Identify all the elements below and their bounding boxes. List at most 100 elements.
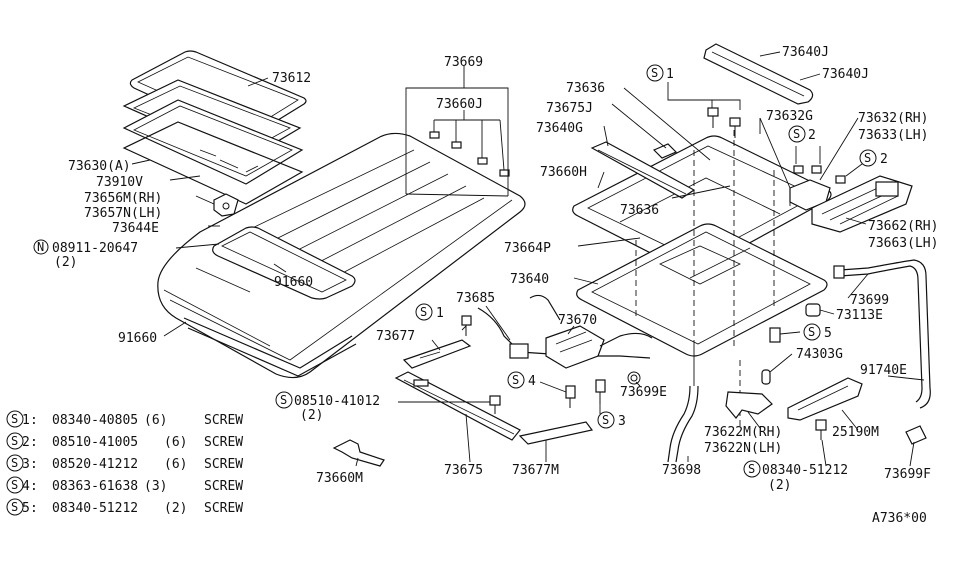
label-73622M: 73622M(RH) (704, 425, 782, 440)
legend-part: 08340-51212 (52, 501, 138, 516)
legend-part: 08520-41212 (52, 457, 138, 472)
legend-part: 08340-40805 (52, 413, 138, 428)
label-73675: 73675 (444, 463, 483, 478)
legend-part: 08510-41005 (52, 435, 138, 450)
legend-row: S 5 : 08340-51212 (2) SCREW (6, 498, 243, 516)
frame-73640 (576, 223, 828, 357)
part-74303G (761, 369, 771, 385)
legend-row: S 1 : 08340-40805 (6) SCREW (6, 410, 243, 428)
strip-73640J (703, 43, 814, 105)
legend-row: S 2 : 08510-41005 (6) SCREW (6, 432, 243, 450)
s-marker-08340 (743, 460, 761, 478)
bracket-73660M (332, 439, 385, 467)
s-marker-1b (415, 303, 433, 321)
label-73663LH: 73663(LH) (868, 236, 938, 251)
legend-num: 2 (22, 435, 30, 450)
label-s2a: 2 (808, 128, 816, 143)
legend-desc: SCREW (204, 413, 243, 428)
svg-text:S: S (11, 478, 18, 492)
label-s1b: 1 (436, 306, 444, 321)
svg-text:S: S (864, 151, 871, 165)
label-73640J-a: 73640J (782, 45, 829, 60)
legend-num: 3 (22, 457, 30, 472)
svg-text::: : (30, 479, 38, 494)
label-s1a: 1 (666, 67, 674, 82)
roof-panel (157, 132, 526, 379)
switch-25190M (787, 377, 863, 421)
svg-text::: : (30, 413, 38, 428)
label-s5: 5 (824, 326, 832, 341)
label-74303G: 74303G (796, 347, 843, 362)
s-marker-1a (646, 64, 664, 82)
screw-5 (769, 327, 781, 343)
rail-73675 (394, 371, 521, 441)
svg-text::: : (30, 501, 38, 516)
hose-73698 (667, 385, 699, 463)
svg-text:S: S (11, 412, 18, 426)
label-73910V: 73910V (96, 175, 143, 190)
legend-num: 5 (22, 501, 30, 516)
label-08510-qty: (2) (300, 408, 323, 423)
s-marker-2b (859, 149, 877, 167)
label-73677: 73677 (376, 329, 415, 344)
rail-73677 (402, 339, 472, 369)
legend-desc: SCREW (204, 501, 243, 516)
cap-73699F (905, 425, 927, 445)
label-25190M: 25190M (832, 425, 879, 440)
legend-qty: (3) (144, 479, 167, 494)
label-73632G: 73632G (766, 109, 813, 124)
legend-qty: (2) (164, 501, 187, 516)
svg-text:S: S (651, 66, 658, 80)
label-s3: 3 (618, 414, 626, 429)
seal-ring-73910V (122, 121, 304, 205)
s-marker-5 (803, 323, 821, 341)
s-marker-08340-letter: S (748, 462, 755, 476)
grommet-73699E (627, 371, 641, 385)
clip-73656M (213, 193, 239, 217)
label-73669: 73669 (444, 55, 483, 70)
label-73636-mid: 73636 (620, 203, 659, 218)
screws-frame (707, 107, 846, 184)
label-73670: 73670 (558, 313, 597, 328)
label-91740E: 91740E (860, 363, 907, 378)
svg-text:S: S (11, 500, 18, 514)
bolt-08510 (489, 395, 501, 414)
label-73632RH: 73632(RH) (858, 111, 928, 126)
label-73677M: 73677M (512, 463, 559, 478)
svg-text:S: S (420, 305, 427, 319)
label-73633LH: 73633(LH) (858, 128, 928, 143)
label-s4: 4 (528, 374, 536, 389)
label-73636-top: 73636 (566, 81, 605, 96)
legend-desc: SCREW (204, 457, 243, 472)
label-73699F: 73699F (884, 467, 931, 482)
screw-08340 (815, 419, 827, 440)
legend-qty: (6) (164, 435, 187, 450)
legend-qty: (6) (164, 457, 187, 472)
label-73660M: 73660M (316, 471, 363, 486)
label-73612: 73612 (272, 71, 311, 86)
label-91660-upper: 91660 (274, 275, 313, 290)
motor-bracket-73670 (529, 294, 653, 369)
label-08340-qty: (2) (768, 478, 791, 493)
label-73656M: 73656M(RH) (84, 191, 162, 206)
diagram-code: A736*00 (872, 511, 927, 526)
svg-text:S: S (512, 373, 519, 387)
label-73660J: 73660J (436, 97, 483, 112)
screw-3 (595, 379, 606, 404)
svg-text:S: S (11, 456, 18, 470)
label-73660H: 73660H (540, 165, 587, 180)
label-08911-qty: (2) (54, 255, 77, 270)
frame-73630 (122, 79, 304, 185)
label-73113E: 73113E (836, 308, 883, 323)
legend-part: 08363-61638 (52, 479, 138, 494)
s-marker-2a (788, 125, 806, 143)
svg-text:S: S (808, 325, 815, 339)
svg-text:S: S (602, 413, 609, 427)
label-73699E: 73699E (620, 385, 667, 400)
svg-text:S: S (793, 127, 800, 141)
svg-text::: : (30, 435, 38, 450)
screw-s1-lower (461, 315, 472, 336)
label-73699: 73699 (850, 293, 889, 308)
leader-lines (131, 51, 925, 467)
